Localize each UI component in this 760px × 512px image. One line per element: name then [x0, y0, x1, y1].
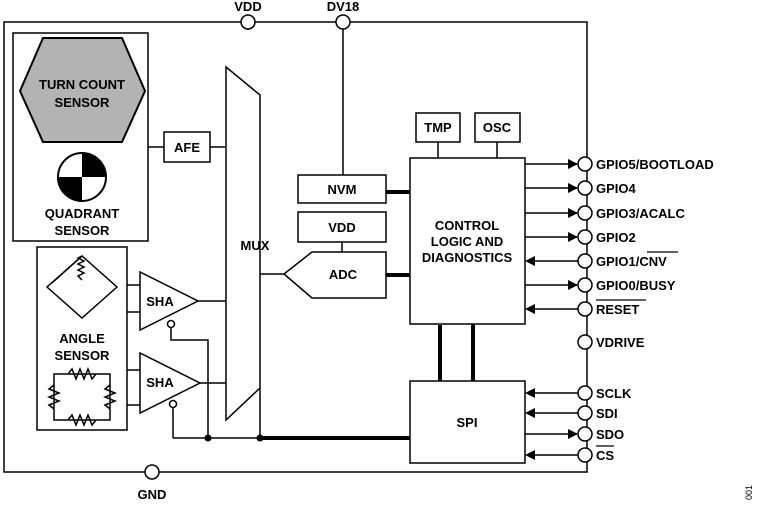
spi-label: SPI	[457, 415, 478, 430]
pin-label-cs: CS	[596, 448, 614, 463]
spi-block	[409, 380, 526, 464]
pin-gpio5	[525, 156, 593, 172]
pin-vdrive	[577, 334, 593, 350]
vdd-regulator-label: VDD	[328, 220, 355, 235]
pin-label-gpio1: GPIO1/CNV	[596, 254, 667, 269]
vdd-pin-label: VDD	[234, 0, 261, 14]
control-label-line3: DIAGNOSTICS	[422, 250, 513, 265]
sha-top-label: SHA	[146, 294, 174, 309]
angle-sensor-label-line1: ANGLE	[59, 331, 105, 346]
quadrant-sensor-label-line2: SENSOR	[55, 223, 111, 238]
dv18-pin	[335, 14, 351, 30]
osc-block	[474, 112, 521, 143]
pin-gpio2	[525, 229, 593, 245]
turn-count-sensor-label-line1: TURN COUNT	[39, 77, 125, 92]
sha-amplifier-top	[139, 270, 200, 332]
pin-label-gpio3: GPIO3/ACALC	[596, 206, 685, 221]
vdd-pin	[240, 14, 256, 30]
tmp-block	[415, 112, 461, 143]
dv18-pin-label: DV18	[327, 0, 360, 14]
gnd-pin	[144, 464, 160, 480]
osc-label: OSC	[483, 120, 512, 135]
pin-label-sdi: SDI	[596, 406, 618, 421]
nvm-block	[297, 174, 387, 204]
control-logic-block	[409, 157, 526, 325]
afe-label: AFE	[174, 140, 200, 155]
control-label-line2: LOGIC AND	[431, 234, 503, 249]
mux-label: MUX	[241, 238, 270, 253]
pin-label-gpio5: GPIO5/BOOTLOAD	[596, 157, 714, 172]
pin-label-vdrive: VDRIVE	[596, 335, 645, 350]
pin-label-gpio4: GPIO4	[596, 181, 637, 196]
pin-sdi	[525, 405, 593, 421]
pin-label-reset: RESET	[596, 302, 639, 317]
vdd-regulator-block	[297, 211, 387, 243]
pin-label-gpio2: GPIO2	[596, 230, 636, 245]
turn-count-sensor-label-line2: SENSOR	[55, 95, 111, 110]
figure-id: 001	[744, 485, 754, 500]
pin-sdo	[525, 426, 593, 442]
quadrant-sensor-label-line1: QUADRANT	[45, 206, 119, 221]
bridge-sensor-icon-top	[45, 254, 119, 320]
gnd-pin-label: GND	[138, 487, 167, 502]
afe-block	[163, 131, 211, 163]
bridge-sensor-icon-bottom	[46, 366, 118, 428]
pin-cs	[525, 447, 593, 463]
pin-gpio1	[525, 253, 593, 269]
nvm-label: NVM	[328, 182, 357, 197]
pin-gpio0	[525, 277, 593, 293]
control-label-line1: CONTROL	[435, 218, 499, 233]
pin-label-sdo: SDO	[596, 427, 624, 442]
sha-amplifier-bottom	[139, 351, 202, 415]
tmp-label: TMP	[424, 120, 452, 135]
pin-gpio3	[525, 205, 593, 221]
pin-sclk	[525, 385, 593, 401]
pin-gpio4	[525, 180, 593, 196]
pin-label-sclk: SCLK	[596, 386, 632, 401]
pin-label-gpio0: GPIO0/BUSY	[596, 278, 676, 293]
pin-reset	[525, 301, 593, 317]
mux-block	[225, 65, 261, 422]
adc-label: ADC	[329, 267, 358, 282]
turn-count-sensor-hexagon	[18, 37, 147, 143]
angle-sensor-label-line2: SENSOR	[55, 348, 111, 363]
quadrant-sensor-icon	[57, 152, 107, 202]
sha-bottom-label: SHA	[146, 375, 174, 390]
